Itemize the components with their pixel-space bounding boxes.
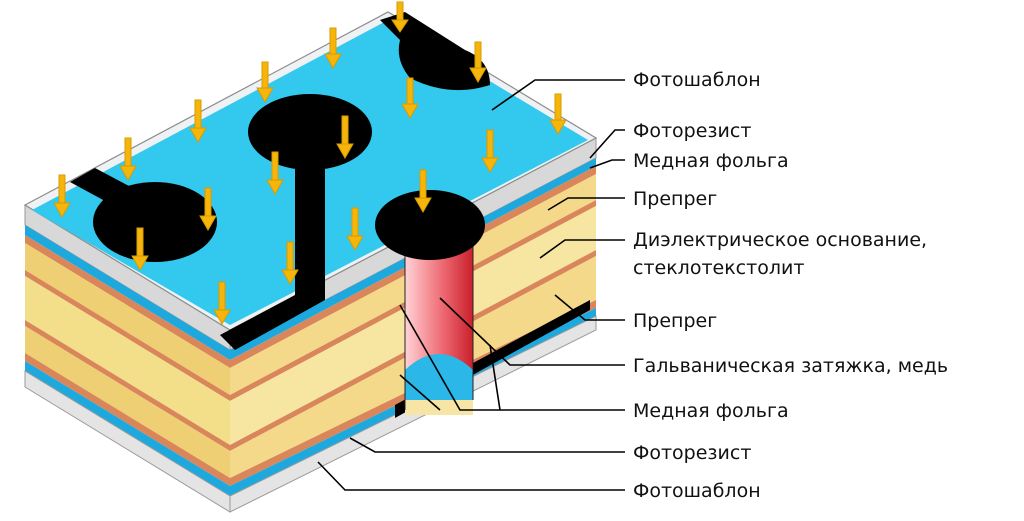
leader-photoresist-bottom bbox=[349, 437, 625, 453]
down-arrow-icon bbox=[469, 41, 487, 84]
leader-copper-bottom-c bbox=[399, 374, 441, 411]
copper-foil-top-front bbox=[25, 235, 230, 368]
label-copper-foil-top: Медная фольга bbox=[633, 150, 789, 172]
label-photomask-top: Фотошаблон bbox=[633, 69, 761, 91]
leader-copper-top bbox=[589, 159, 625, 169]
copper-inner-1-front bbox=[25, 270, 230, 401]
top-face bbox=[23, 11, 598, 350]
leader-photoresist-top bbox=[589, 129, 625, 159]
down-arrow-icon bbox=[401, 77, 419, 120]
label-plating: Гальваническая затяжка, медь bbox=[633, 355, 948, 377]
label-photomask-bottom: Фотошаблон bbox=[633, 480, 761, 502]
label-photoresist-bottom: Фоторезист bbox=[633, 442, 751, 464]
leader-photomask-top bbox=[491, 79, 625, 111]
down-arrow-icon bbox=[324, 27, 342, 70]
trace-center bbox=[220, 160, 325, 350]
copper-foil-bottom-front bbox=[25, 353, 230, 486]
leader-prepreg-top bbox=[547, 197, 625, 211]
down-arrow-icon bbox=[213, 281, 231, 326]
light-arrows bbox=[53, 1, 567, 326]
down-arrow-icon bbox=[414, 169, 432, 214]
down-arrow-icon bbox=[281, 241, 299, 286]
leader-lines bbox=[317, 79, 625, 491]
down-arrow-icon bbox=[199, 187, 217, 232]
label-prepreg-bottom: Препрег bbox=[633, 310, 717, 332]
down-arrow-icon bbox=[391, 1, 409, 33]
label-dielectric-line1: Диэлектрическое основание, bbox=[633, 229, 927, 251]
dielectric-front bbox=[25, 276, 230, 445]
leader-prepreg-bottom bbox=[554, 294, 625, 321]
leader-dielectric bbox=[539, 239, 625, 259]
down-arrow-icon bbox=[256, 61, 274, 104]
pad-center bbox=[248, 94, 372, 170]
pad-topright bbox=[380, 12, 490, 91]
leader-photomask-bottom bbox=[317, 461, 625, 491]
photoresist-top-front bbox=[25, 225, 230, 360]
labels: Фотошаблон Фоторезист Медная фольга Преп… bbox=[633, 69, 948, 502]
down-arrow-icon bbox=[53, 174, 71, 219]
down-arrow-icon bbox=[266, 151, 284, 196]
photoresist-bottom-front bbox=[25, 361, 230, 496]
down-arrow-icon bbox=[346, 207, 364, 252]
copper-inner-2-front bbox=[25, 320, 230, 451]
down-arrow-icon bbox=[119, 137, 137, 182]
via-plating-wall bbox=[405, 240, 473, 370]
leader-copper-bottom-b bbox=[489, 344, 501, 411]
down-arrow-icon bbox=[189, 99, 207, 144]
pad-left bbox=[93, 182, 217, 262]
label-copper-foil-bottom: Медная фольга bbox=[633, 400, 789, 422]
pad-via bbox=[375, 190, 485, 260]
label-dielectric-line2: стеклотекстолит bbox=[633, 257, 804, 279]
label-photoresist-top: Фоторезист bbox=[633, 120, 751, 142]
leader-plating bbox=[439, 297, 625, 366]
leader-copper-bottom-a bbox=[399, 304, 625, 411]
label-prepreg-top: Препрег bbox=[633, 188, 717, 210]
down-arrow-icon bbox=[131, 227, 149, 272]
prepreg-top-front bbox=[25, 243, 230, 395]
down-arrow-icon bbox=[336, 115, 354, 160]
via-bottom-resist bbox=[405, 354, 473, 400]
down-arrow-icon bbox=[549, 93, 567, 136]
via-cutaway bbox=[404, 230, 474, 415]
down-arrow-icon bbox=[481, 129, 499, 174]
prepreg-bottom-front bbox=[25, 326, 230, 478]
